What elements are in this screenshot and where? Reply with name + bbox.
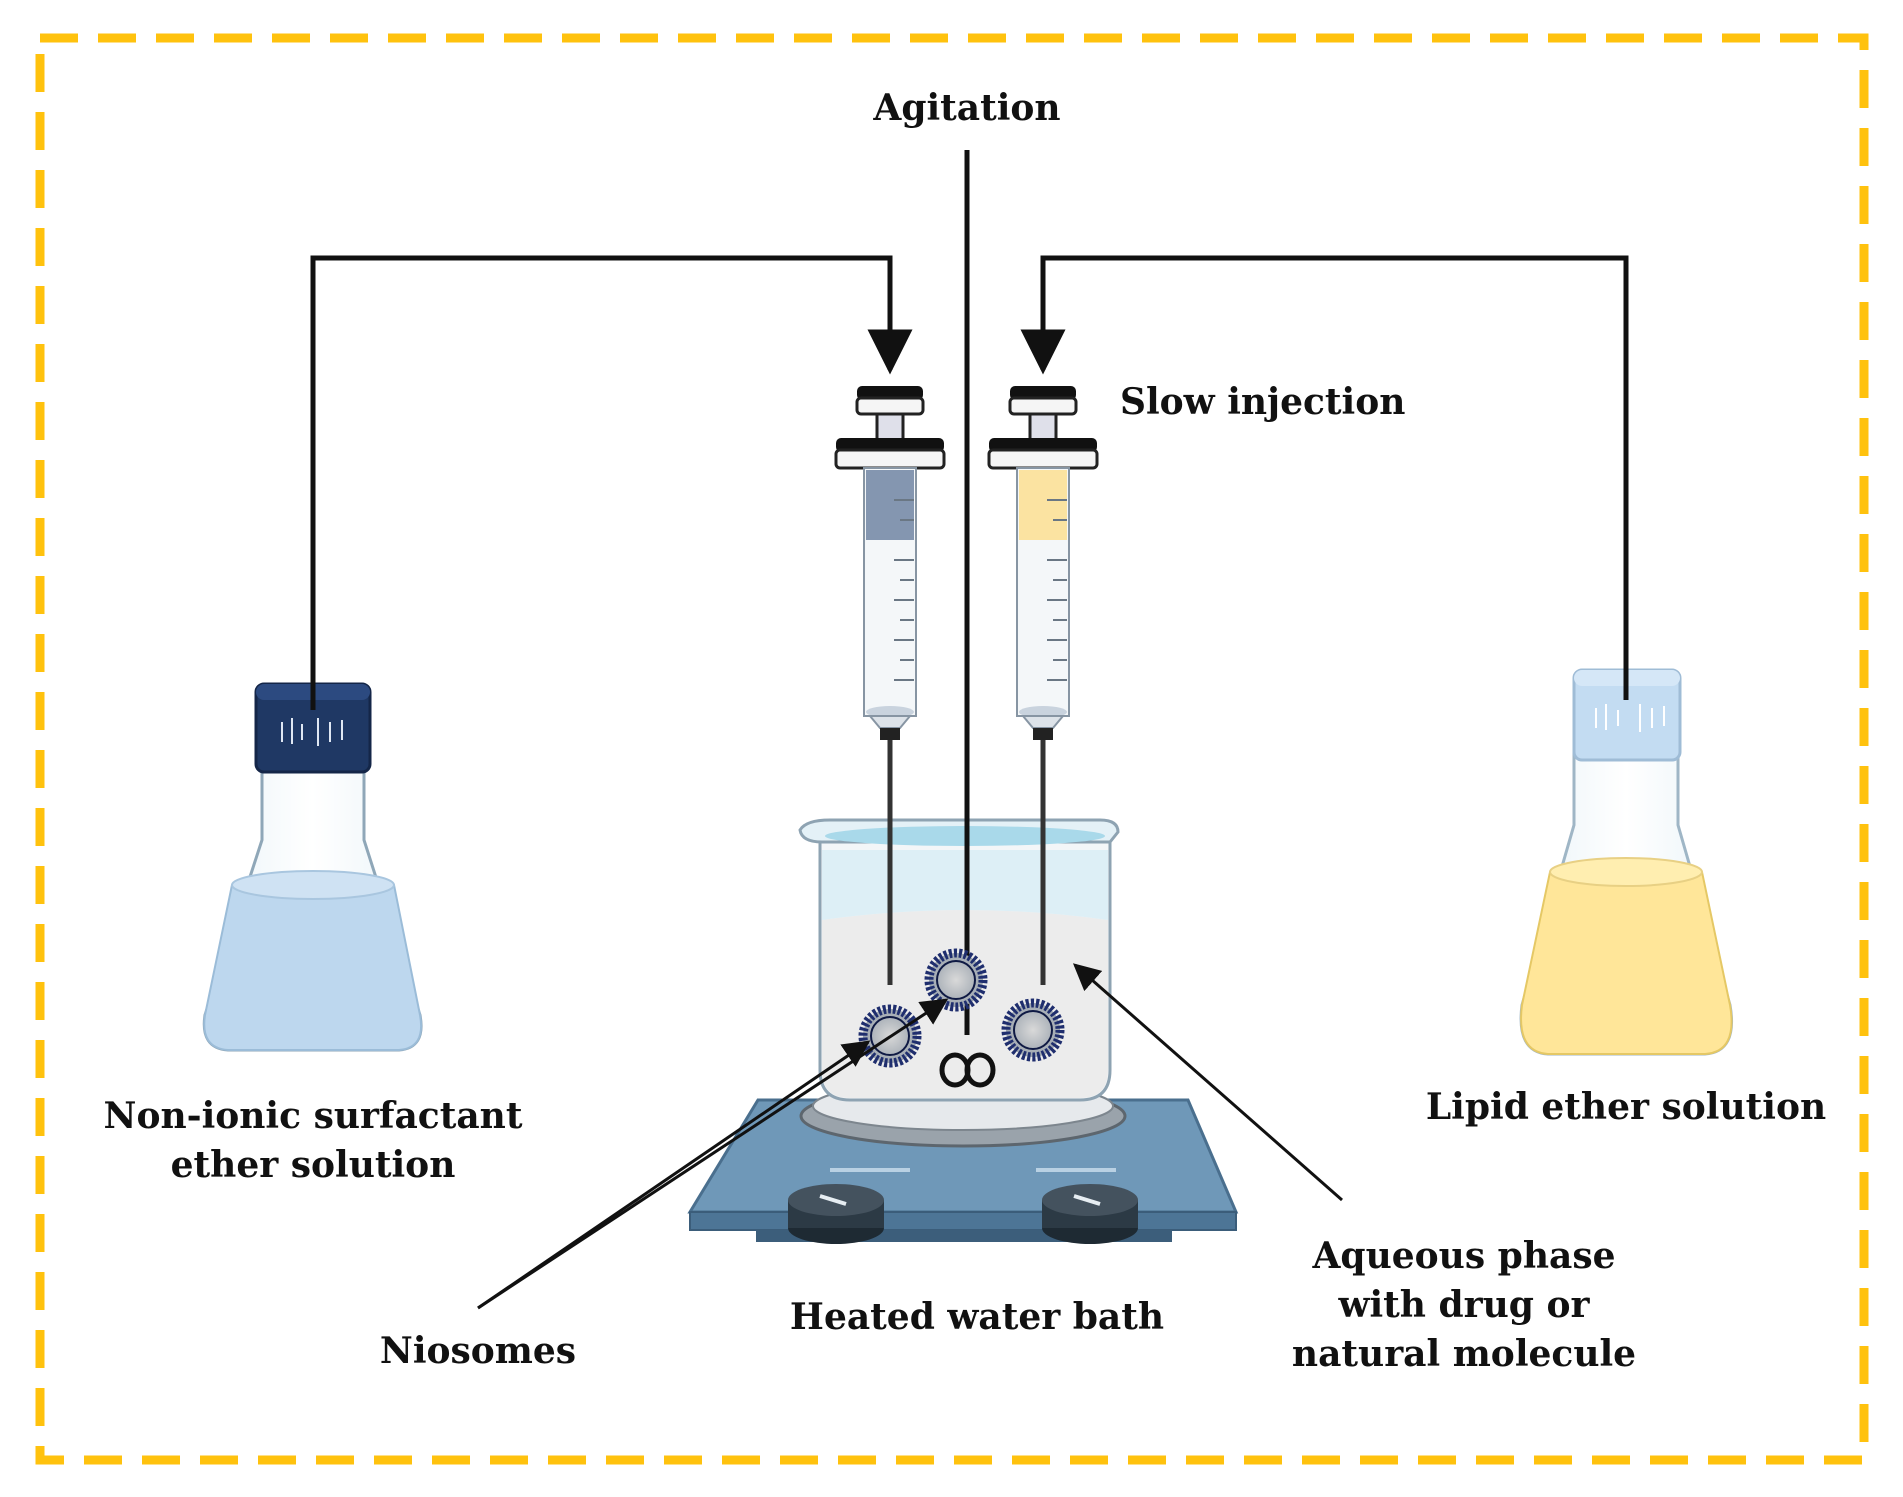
surfactant-label-line-2: ether solution: [170, 1144, 456, 1186]
surfactant-label-line-1: Non-ionic surfactant: [103, 1095, 523, 1137]
left-knob-icon: [788, 1184, 884, 1244]
agitation-label: Agitation: [873, 87, 1061, 129]
left-syringe: [834, 386, 946, 985]
slow-injection-label: Slow injection: [1120, 381, 1406, 423]
aqueous-label-line-2: with drug or: [1338, 1284, 1590, 1326]
lipid-to-syringe-arrow: [1020, 255, 1629, 700]
lipid-liquid: [1520, 861, 1733, 1055]
aqueous-label-line-3: natural molecule: [1291, 1333, 1637, 1375]
right-knob-icon: [1042, 1184, 1138, 1244]
niosome-vesicle-icon: [1001, 998, 1065, 1062]
niosome-vesicle-icon: [924, 948, 988, 1012]
niosomes-label: Niosomes: [379, 1330, 577, 1372]
right-syringe: [987, 386, 1099, 985]
lipid-label: Lipid ether solution: [1425, 1086, 1827, 1128]
aqueous-phase-label: Aqueous phase with drug or natural molec…: [1292, 1232, 1636, 1379]
aqueous-pointer: [1072, 963, 1343, 1202]
surfactant-flask: [202, 682, 423, 1052]
lipid-flask: [1519, 668, 1734, 1056]
surfactant-label: Non-ionic surfactant ether solution: [104, 1092, 523, 1190]
surfactant-to-syringe-arrow: [310, 255, 913, 710]
niosome-pointer-2: [477, 998, 949, 1310]
infinity-stir-bar-icon: [939, 1052, 996, 1088]
aqueous-label-line-1: Aqueous phase: [1312, 1235, 1616, 1277]
water-bath-label: Heated water bath: [789, 1296, 1165, 1338]
surfactant-liquid: [203, 874, 422, 1051]
